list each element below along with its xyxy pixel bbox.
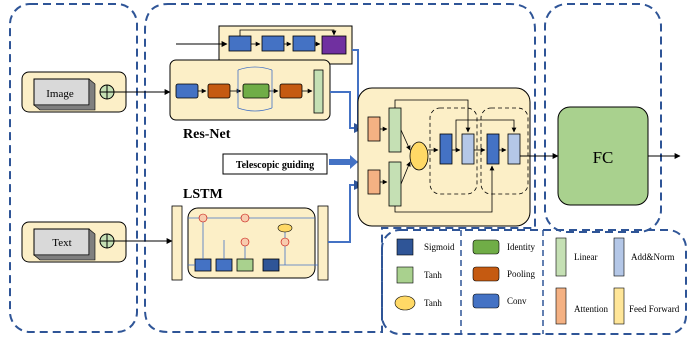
- svg-text:Linear: Linear: [574, 252, 597, 262]
- transformer-block: [357, 87, 531, 227]
- lstm-cell: [171, 205, 329, 281]
- svg-text:Conv: Conv: [507, 296, 527, 306]
- telescopic-guiding-label: Telescopic guiding: [236, 160, 314, 171]
- legend-tanh-ellipse: Tanh: [394, 295, 442, 311]
- svg-text:Pooling: Pooling: [507, 269, 536, 279]
- legend-pooling: Pooling: [472, 266, 536, 282]
- svg-text:Tanh: Tanh: [424, 270, 442, 280]
- legend-add-norm: Add&Norm: [613, 237, 675, 277]
- top-conv-stack: [218, 25, 353, 65]
- encoder-region: [144, 3, 536, 333]
- text-add-node: [99, 233, 115, 249]
- legend-linear: Linear: [555, 237, 597, 277]
- legend-conv: Conv: [472, 293, 527, 309]
- svg-text:Attention: Attention: [574, 304, 608, 314]
- text-input: Text: [21, 221, 127, 263]
- svg-text:Tanh: Tanh: [424, 298, 442, 308]
- image-label: Image: [46, 88, 74, 100]
- fc-label: FC: [593, 148, 614, 167]
- topstack-to-transformer-arrow: [352, 49, 359, 128]
- lstm-to-transformer-arrow: [328, 180, 364, 243]
- svg-text:Sigmoid: Sigmoid: [424, 242, 455, 252]
- legend-feed-forward: Feed Forward: [613, 287, 680, 325]
- legend-tanh-block: Tanh: [396, 266, 442, 284]
- telescopic-guiding-box: [222, 153, 328, 175]
- svg-text:Identity: Identity: [507, 242, 535, 252]
- text-label: Text: [52, 237, 71, 249]
- fc-region: [544, 3, 662, 233]
- resnet-title: Res-Net: [183, 127, 231, 142]
- input-region: [9, 3, 138, 333]
- image-add-node: [99, 84, 115, 100]
- telescopic-guiding-arrow: [329, 155, 358, 169]
- legend-region: [381, 229, 687, 335]
- legend-attention: Attention: [555, 287, 608, 325]
- resnet-to-transformer-arrow: [330, 91, 364, 133]
- legend-identity: Identity: [472, 239, 535, 255]
- legend-sigmoid: Sigmoid: [396, 238, 455, 256]
- svg-text:Add&Norm: Add&Norm: [631, 252, 675, 262]
- resnet-panel: [169, 59, 331, 121]
- svg-text:Feed Forward: Feed Forward: [629, 304, 680, 314]
- lstm-title: LSTM: [183, 187, 223, 202]
